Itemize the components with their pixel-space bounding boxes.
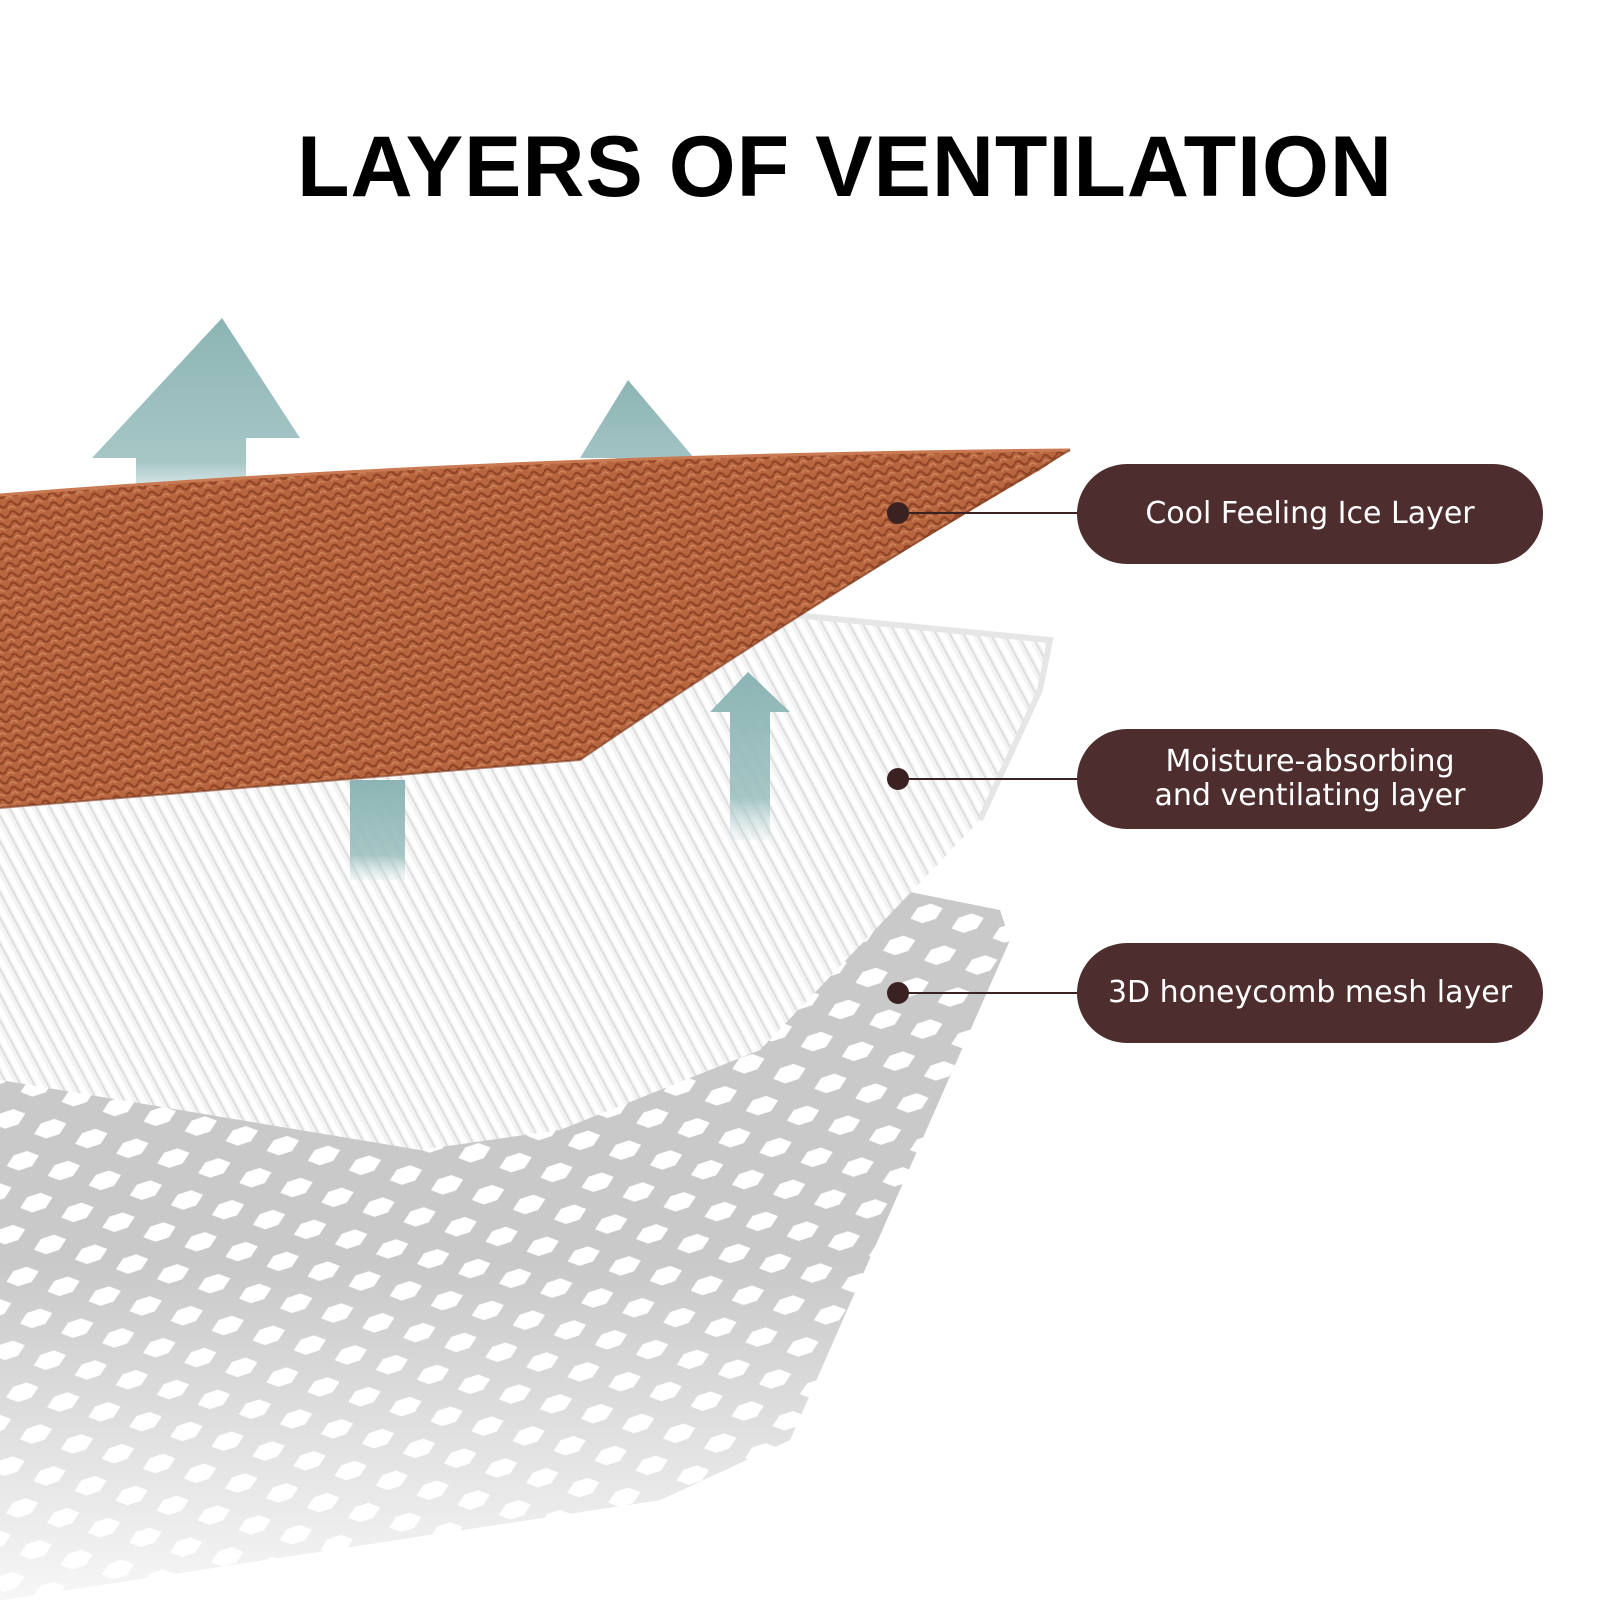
label-text-line-2: and ventilating layer [1154,778,1466,813]
label-cool-feeling-ice-layer: Cool Feeling Ice Layer [1077,464,1543,564]
airflow-arrow-left-icon [92,318,300,510]
pointer-ventilating-layer [887,768,1080,790]
pointer-ice-layer [887,502,1080,524]
pointer-honeycomb-layer [887,982,1080,1004]
label-text-line-1: Moisture-absorbing [1165,744,1455,779]
label-text: 3D honeycomb mesh layer [1107,975,1513,1010]
ice-layer-sheet [0,450,1070,808]
label-3d-honeycomb-mesh-layer: 3D honeycomb mesh layer [1077,943,1543,1043]
label-moisture-absorbing-layer: Moisture-absorbing and ventilating layer [1077,729,1543,829]
airflow-arrow-inner-icon [710,672,790,840]
airflow-arrow-center-icon [350,780,405,880]
label-text: Cool Feeling Ice Layer [1145,496,1475,531]
page-title: LAYERS OF VENTILATION [296,119,1394,215]
